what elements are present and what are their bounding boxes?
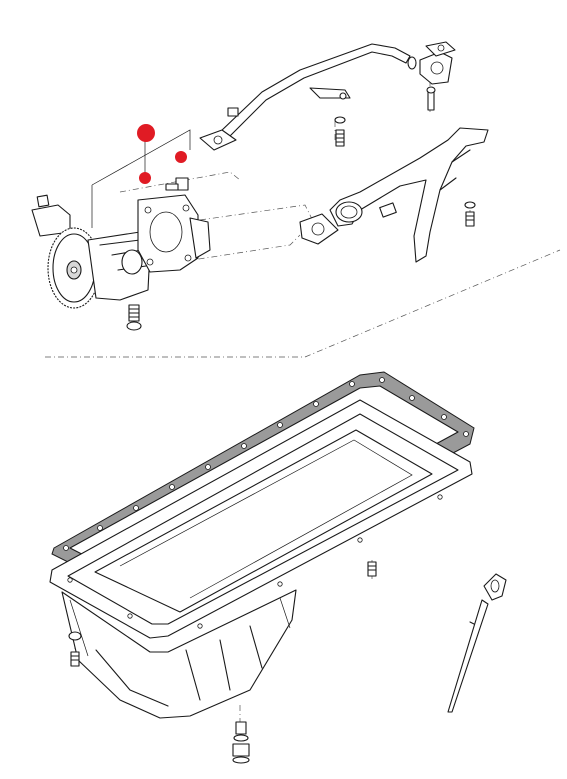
oil-pressure-pipe[interactable] [219,41,456,147]
marker-assembly-large[interactable] [137,124,155,142]
oil-pump-gear[interactable] [31,194,151,331]
pump-gasket[interactable] [137,194,211,273]
sump-bolts[interactable] [68,561,377,667]
marker-bolt[interactable] [175,151,187,163]
pump-bolt[interactable] [165,177,189,191]
pipe-flange-gasket[interactable] [199,129,237,151]
suction-flange-gasket[interactable] [299,213,339,245]
dipstick[interactable] [447,573,507,713]
oil-sump[interactable] [49,399,473,719]
highlight-markers [137,124,187,184]
oil-suction-pipe[interactable] [329,127,489,263]
marker-gasket[interactable] [139,172,151,184]
drain-plug[interactable] [232,721,250,764]
